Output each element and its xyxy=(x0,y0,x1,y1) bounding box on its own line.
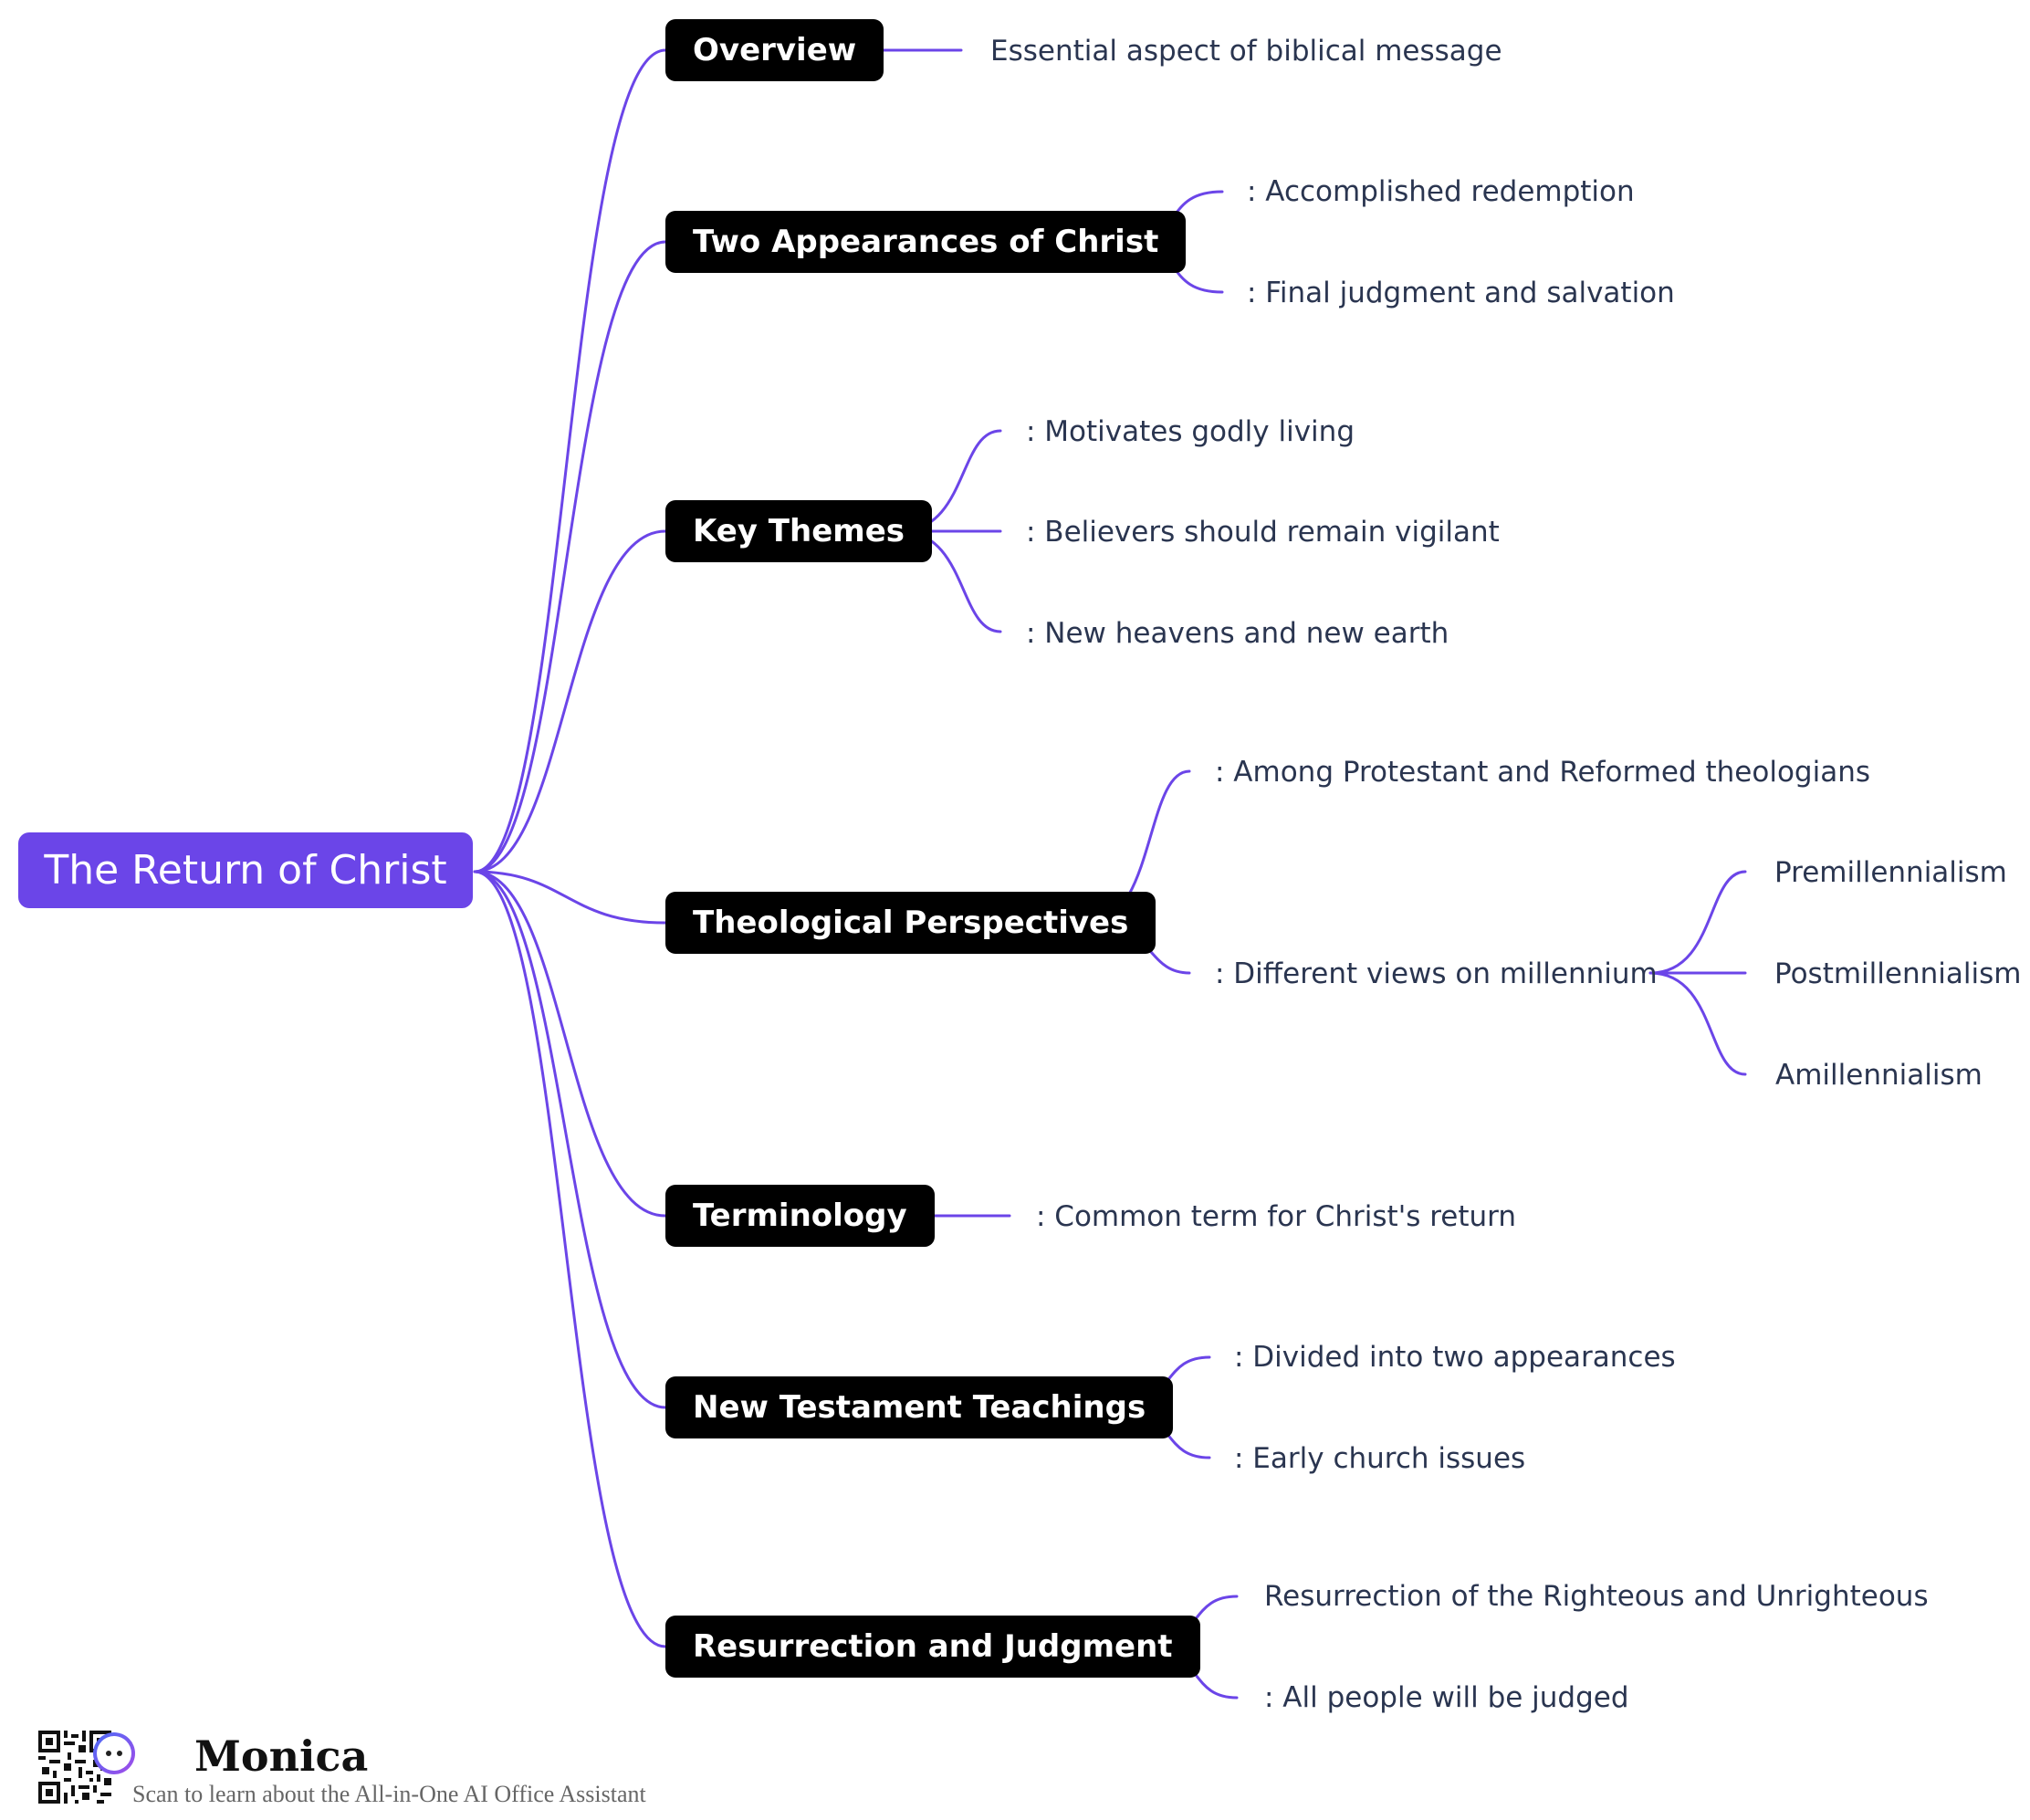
leaf-two-appearances-2[interactable]: : Final judgment and salvation xyxy=(1247,277,1675,309)
leaf-two-appearances-1[interactable]: : Accomplished redemption xyxy=(1247,175,1635,208)
branch-key-themes[interactable]: Key Themes xyxy=(665,500,932,562)
leaf-postmillennialism[interactable]: Postmillennialism xyxy=(1774,957,2022,990)
monica-logo-icon xyxy=(93,1732,135,1774)
branch-overview[interactable]: Overview xyxy=(665,19,884,81)
leaf-resurrection-2[interactable]: : All people will be judged xyxy=(1264,1681,1629,1714)
leaf-amillennialism[interactable]: Amillennialism xyxy=(1775,1059,1983,1092)
edge-millennium-leaf-1 xyxy=(1648,870,1747,975)
leaf-new-testament-2[interactable]: : Early church issues xyxy=(1234,1442,1526,1475)
edge-root-new-testament xyxy=(473,870,667,1409)
leaf-theological-2[interactable]: : Different views on millennium xyxy=(1215,957,1658,990)
edge-root-overview xyxy=(473,48,667,873)
edge-root-terminology xyxy=(473,870,667,1218)
leaf-new-testament-1[interactable]: : Divided into two appearances xyxy=(1234,1341,1676,1374)
branch-terminology[interactable]: Terminology xyxy=(665,1185,935,1247)
leaf-key-themes-2[interactable]: : Believers should remain vigilant xyxy=(1026,516,1500,549)
leaf-terminology-1[interactable]: : Common term for Christ's return xyxy=(1036,1200,1517,1233)
branch-new-testament-teachings[interactable]: New Testament Teachings xyxy=(665,1376,1174,1438)
leaf-key-themes-1[interactable]: : Motivates godly living xyxy=(1026,415,1355,448)
edge-millennium-leaf-3 xyxy=(1648,971,1747,1076)
leaf-overview-1[interactable]: Essential aspect of biblical message xyxy=(990,35,1502,68)
branch-theological-perspectives[interactable]: Theological Perspectives xyxy=(665,892,1156,954)
edge-root-resurrection xyxy=(473,870,667,1648)
edge-root-two-appearances xyxy=(473,240,667,873)
brand-name: Monica xyxy=(194,1731,369,1781)
root-node[interactable]: The Return of Christ xyxy=(18,832,473,908)
qr-code-icon[interactable] xyxy=(38,1731,111,1804)
branch-resurrection-and-judgment[interactable]: Resurrection and Judgment xyxy=(665,1616,1200,1678)
leaf-theological-1[interactable]: : Among Protestant and Reformed theologi… xyxy=(1215,756,1870,789)
branch-two-appearances-of-christ[interactable]: Two Appearances of Christ xyxy=(665,211,1187,273)
leaf-key-themes-3[interactable]: : New heavens and new earth xyxy=(1026,617,1449,650)
brand-tagline: Scan to learn about the All-in-One AI Of… xyxy=(132,1781,646,1807)
leaf-resurrection-1[interactable]: Resurrection of the Righteous and Unrigh… xyxy=(1264,1580,1929,1613)
edge-root-key-themes xyxy=(473,529,667,873)
edge-root-theological xyxy=(473,870,667,925)
leaf-premillennialism[interactable]: Premillennialism xyxy=(1774,856,2007,889)
